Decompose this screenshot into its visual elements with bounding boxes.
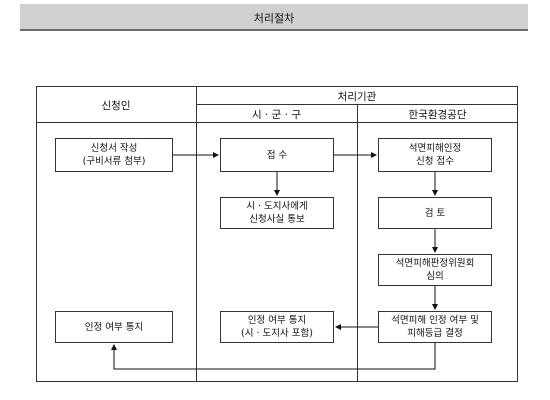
header-divider-agency [196,104,518,105]
column-header-city: 시 · 군 · 구 [251,109,301,121]
column-divider-right [357,104,358,382]
column-header-kecoa: 한국환경공단 [408,109,467,121]
header-divider-bottom [36,122,518,123]
arrow-decision-to-applicant [111,343,436,370]
column-header-agency: 처리기관 [337,91,377,103]
review-box: 검 토 [378,197,492,229]
apply-form-box: 신청서 작성 (구비서류 첨부) [55,138,173,172]
procedure-table [36,86,518,382]
header-bar: 처리절차 [20,4,528,31]
committee-box: 석면피해판정위원회 심의 [378,254,492,286]
page-title: 처리절차 [253,12,295,25]
decision-box: 석면피해 인정 여부 및 피해등급 결정 [378,311,492,343]
receive-box: 접 수 [220,138,334,172]
notify-mayor-box: 시 · 도지사에게 신청사실 통보 [220,197,334,229]
notice-city-box: 인정 여부 통지 (시 · 도지사 포함) [220,311,334,343]
notice-applicant-box: 인정 여부 통지 [55,311,173,343]
column-divider-left [196,86,197,382]
asbestos-receive-box: 석면피해인정 신청 접수 [378,138,492,172]
column-header-applicant: 신청인 [101,100,131,112]
